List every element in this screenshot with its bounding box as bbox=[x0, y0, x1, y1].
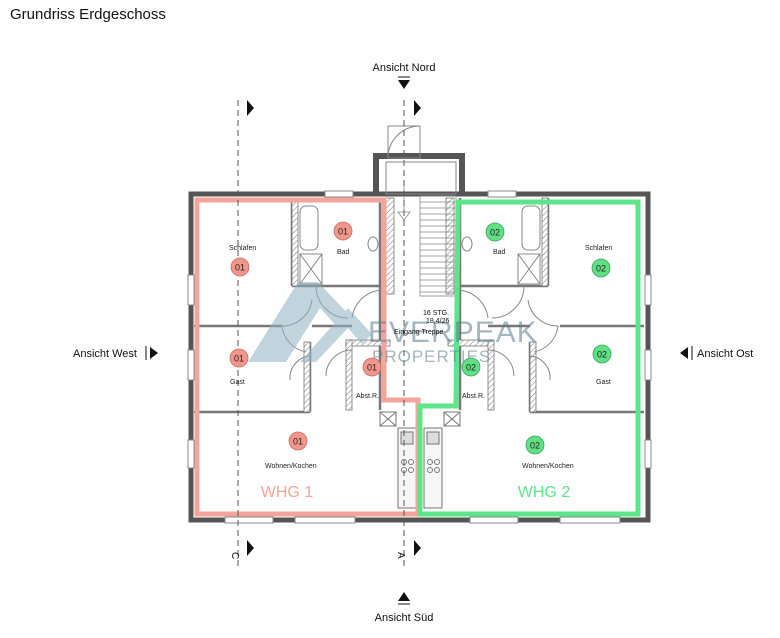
badge-whg2-schlafen: 02 bbox=[591, 258, 611, 278]
section-markers bbox=[247, 100, 421, 556]
windows bbox=[187, 190, 652, 524]
room-label-bad-2: Bad bbox=[493, 249, 506, 256]
stair-label-2: 18,4/26 bbox=[426, 318, 449, 325]
room-label-abst-2: Abst.R. bbox=[462, 393, 485, 400]
badge-whg2-abst: 02 bbox=[461, 357, 481, 377]
kitchen-units bbox=[379, 411, 461, 510]
svg-text:02: 02 bbox=[530, 441, 540, 451]
unit-badges-whg1: 01 01 01 01 01 bbox=[229, 221, 382, 451]
section-a-top-arrow bbox=[414, 100, 421, 116]
view-west-label: Ansicht West bbox=[73, 348, 137, 360]
svg-text:01: 01 bbox=[234, 354, 244, 364]
room-label-bad-1: Bad bbox=[337, 249, 350, 256]
view-west-arrow bbox=[150, 347, 158, 359]
bathroom-fixtures-right bbox=[455, 205, 541, 319]
whg2-outline bbox=[417, 199, 641, 517]
stair-label-1: 16 STG. bbox=[423, 310, 449, 317]
badge-whg2-bad: 02 bbox=[485, 222, 505, 242]
svg-text:01: 01 bbox=[338, 227, 348, 237]
svg-text:02: 02 bbox=[596, 264, 606, 274]
section-a-label: A bbox=[395, 552, 406, 559]
section-a-bottom-arrow bbox=[414, 540, 421, 556]
svg-text:02: 02 bbox=[490, 228, 500, 238]
view-east-label: Ansicht Ost bbox=[697, 348, 753, 360]
badge-whg2-gast: 02 bbox=[592, 344, 612, 364]
watermark-line-1: EVERPEAK bbox=[368, 316, 538, 349]
section-c-label: C bbox=[229, 552, 240, 559]
unit-name-whg2: WHG 2 bbox=[518, 484, 571, 501]
room-label-schlafen-1: Schlafen bbox=[229, 245, 256, 252]
badge-whg2-wohnen: 02 bbox=[525, 435, 545, 455]
interior-walls bbox=[194, 198, 644, 414]
section-lines bbox=[237, 100, 405, 570]
room-label-gast-2: Gast bbox=[596, 379, 611, 386]
watermark-line-2: PROPERTIES bbox=[372, 347, 491, 366]
watermark-mountain-logo bbox=[248, 282, 372, 362]
page-title: Grundriss Erdgeschoss bbox=[10, 6, 166, 23]
room-label-gast-1: Gast bbox=[230, 379, 245, 386]
whg1-outline bbox=[194, 197, 421, 517]
svg-text:01: 01 bbox=[235, 263, 245, 273]
view-south-arrow bbox=[398, 592, 410, 601]
room-label-abst-1: Abst.R. bbox=[356, 393, 379, 400]
bathroom-fixtures-left bbox=[299, 205, 385, 319]
view-south-label: Ansicht Süd bbox=[375, 612, 434, 624]
svg-text:01: 01 bbox=[293, 437, 303, 447]
room-label-schlafen-2: Schlafen bbox=[585, 245, 612, 252]
badge-whg1-schlafen: 01 bbox=[230, 257, 250, 277]
section-c-top-arrow bbox=[247, 100, 254, 116]
room-label-wohnen-1: Wohnen/Kochen bbox=[265, 463, 317, 470]
stair-label-3: Eingang Treppe bbox=[394, 329, 444, 336]
view-east-arrow bbox=[680, 347, 688, 359]
badge-whg1-wohnen: 01 bbox=[288, 431, 308, 451]
hatched-walls bbox=[291, 197, 549, 413]
watermark: EVERPEAK PROPERTIES bbox=[248, 282, 538, 366]
unit-name-whg1: WHG 1 bbox=[261, 484, 314, 501]
view-north-label: Ansicht Nord bbox=[373, 62, 436, 74]
section-c-bottom-arrow bbox=[247, 540, 254, 556]
badge-whg1-abst: 01 bbox=[362, 357, 382, 377]
svg-text:02: 02 bbox=[466, 363, 476, 373]
svg-text:01: 01 bbox=[367, 363, 377, 373]
badge-whg1-gast: 01 bbox=[229, 348, 249, 368]
svg-text:02: 02 bbox=[597, 350, 607, 360]
view-north-arrow bbox=[398, 80, 410, 89]
unit-badges-whg2: 02 02 02 02 02 bbox=[461, 222, 612, 455]
room-label-wohnen-2: Wohnen/Kochen bbox=[522, 463, 574, 470]
badge-whg1-bad: 01 bbox=[333, 221, 353, 241]
